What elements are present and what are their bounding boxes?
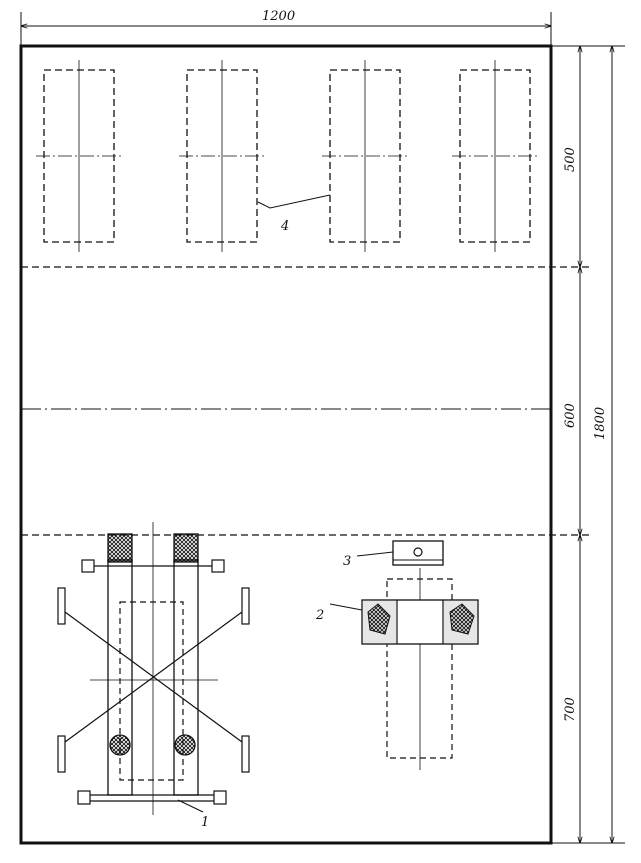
callout-2-leader bbox=[329, 603, 363, 611]
parking-space-3 bbox=[322, 60, 408, 252]
callout-3-label: 3 bbox=[343, 554, 351, 569]
width-dimension: 1200 bbox=[21, 9, 551, 46]
equipment-assembly: 3 2 bbox=[315, 540, 479, 770]
room-outline bbox=[19, 44, 553, 845]
width-label: 1200 bbox=[262, 9, 295, 24]
callout-2-label: 2 bbox=[315, 608, 324, 623]
total-height-label: 1800 bbox=[593, 407, 608, 440]
zone-top-label: 500 bbox=[563, 147, 578, 172]
roller-left bbox=[367, 603, 391, 635]
parking-space-2 bbox=[179, 60, 265, 252]
wheel-chock-left bbox=[107, 533, 133, 563]
zone-bottom-label: 700 bbox=[563, 697, 578, 722]
callout-4-label: 4 bbox=[280, 219, 289, 234]
wheel-chock-right bbox=[173, 533, 199, 563]
callout-1-leader bbox=[177, 799, 204, 813]
wheel-left bbox=[109, 734, 131, 756]
callout-1-label: 1 bbox=[201, 815, 209, 830]
height-dimensions: 500 600 700 1800 bbox=[551, 46, 625, 843]
lift-assembly: 1 bbox=[57, 522, 250, 830]
top-zone-spaces: 4 bbox=[36, 60, 538, 252]
parking-space-4 bbox=[452, 60, 538, 252]
zone-middle-label: 600 bbox=[563, 403, 578, 428]
roller-right bbox=[449, 603, 475, 635]
callout-4-leader bbox=[257, 194, 331, 209]
parking-space-1 bbox=[36, 60, 122, 252]
callout-3-leader bbox=[356, 551, 394, 557]
wheel-right bbox=[174, 734, 196, 756]
